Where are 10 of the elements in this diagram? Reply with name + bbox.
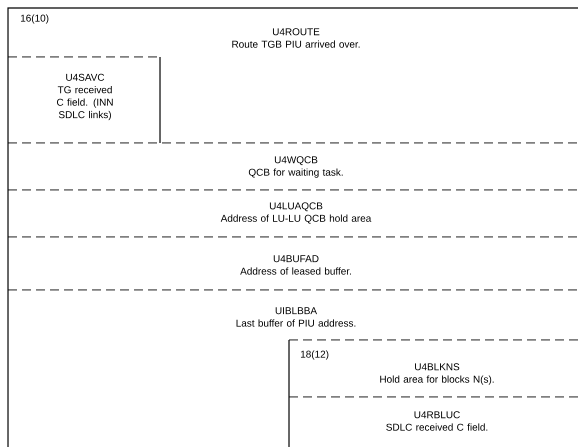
field-label: U4RBLUC SDLC received C field. — [386, 411, 488, 431]
field-label: U4SAVC TG received C field. (INN SDLC links) — [57, 74, 113, 120]
field-label: UIBLBBA Last buffer of PIU address. — [236, 307, 356, 327]
field-label: U4BLKNS Hold area for blocks N(s). — [380, 363, 494, 385]
field-label: U4LUAQCB Address of LU-LU QCB hold area — [220, 202, 372, 224]
offset-label: 18(12) — [300, 350, 328, 360]
offset-label: 16(10) — [20, 14, 48, 24]
field-label: U4BUFAD Address of leased buffer. — [240, 255, 351, 275]
field-label: U4WQCB QCB for waiting task. — [248, 156, 343, 178]
field-label: U4ROUTE Route TGB PIU arrived over. — [232, 28, 360, 48]
